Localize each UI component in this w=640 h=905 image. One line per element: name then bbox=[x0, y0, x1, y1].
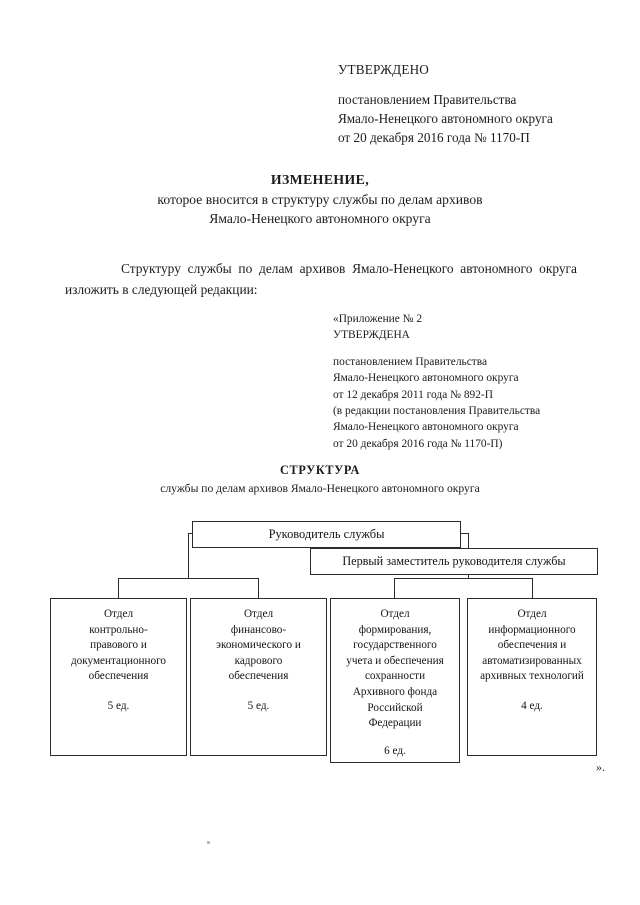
appendix-line-6: (в редакции постановления Правительства bbox=[333, 405, 541, 418]
approval-line-2: Ямало-Ненецкого автономного округа bbox=[338, 111, 553, 126]
structure-heading-title: СТРУКТУРА bbox=[280, 463, 360, 477]
connector-to-dept-4 bbox=[532, 578, 533, 598]
approval-line-3: от 20 декабря 2016 года № 1170-П bbox=[338, 130, 530, 145]
connector-deputy-drop bbox=[468, 575, 469, 578]
org-node-department-1-label: Отдел контрольно- правового и документац… bbox=[70, 608, 167, 683]
intro-paragraph: Структуру службы по делам архивов Ямало-… bbox=[65, 261, 577, 297]
org-node-deputy-label: Первый заместитель руководителя службы bbox=[342, 554, 566, 568]
appendix-line-2: УТВЕРЖДЕНА bbox=[333, 329, 410, 342]
connector-to-dept-2 bbox=[258, 578, 259, 598]
org-node-department-3-count: 6 ед. bbox=[384, 744, 406, 757]
appendix-line-8: от 20 декабря 2016 года № 1170-П) bbox=[333, 437, 503, 450]
appendix-line-3: постановлением Правительства bbox=[333, 355, 488, 368]
org-node-head-label: Руководитель службы bbox=[268, 527, 385, 541]
approval-block: УТВЕРЖДЕНО постановлением Правительства … bbox=[338, 60, 598, 147]
connector-head-drop bbox=[188, 533, 189, 578]
org-node-department-4-label: Отдел информационного обеспечения и авто… bbox=[480, 608, 584, 683]
org-node-department-3-label: Отдел формирования, государственного уче… bbox=[346, 608, 444, 730]
org-node-department-2[interactable]: Отдел финансово- экономического и кадров… bbox=[190, 598, 327, 756]
scan-artifact-speck bbox=[207, 841, 210, 844]
connector-to-dept-1 bbox=[118, 578, 119, 598]
org-node-head[interactable]: Руководитель службы bbox=[192, 521, 461, 548]
connector-deputy-bus bbox=[394, 578, 532, 579]
connector-deputy-stub bbox=[461, 533, 469, 534]
org-node-department-3[interactable]: Отдел формирования, государственного уче… bbox=[330, 598, 460, 763]
document-title: ИЗМЕНЕНИЕ, bbox=[270, 172, 370, 187]
org-node-department-2-count: 5 ед. bbox=[247, 699, 270, 712]
org-node-deputy[interactable]: Первый заместитель руководителя службы bbox=[310, 548, 598, 575]
org-node-department-2-label: Отдел финансово- экономического и кадров… bbox=[216, 608, 301, 683]
structure-heading-block: СТРУКТУРА службы по делам архивов Ямало-… bbox=[0, 462, 640, 497]
document-subtitle-line-2: Ямало-Ненецкого автономного округа bbox=[209, 211, 431, 226]
document-subtitle-line-1: которое вносится в структуру службы по д… bbox=[157, 191, 483, 207]
connector-head-bus bbox=[118, 578, 259, 579]
org-node-department-4[interactable]: Отдел информационного обеспечения и авто… bbox=[467, 598, 597, 756]
org-node-department-4-count: 4 ед. bbox=[521, 699, 543, 712]
document-title-block: ИЗМЕНЕНИЕ, которое вносится в структуру … bbox=[0, 170, 640, 229]
structure-heading-subtitle: службы по делам архивов Ямало-Ненецкого … bbox=[160, 481, 480, 495]
appendix-line-4: Ямало-Ненецкого автономного округа bbox=[333, 372, 519, 385]
org-node-department-1[interactable]: Отдел контрольно- правового и документац… bbox=[50, 598, 187, 756]
appendix-reference-block: «Приложение № 2 УТВЕРЖДЕНА постановление… bbox=[333, 311, 603, 452]
connector-head-stub bbox=[188, 533, 193, 534]
approval-approved-word: УТВЕРЖДЕНО bbox=[338, 62, 430, 77]
connector-head-to-deputy bbox=[468, 533, 469, 549]
appendix-line-7: Ямало-Ненецкого автономного округа bbox=[333, 421, 519, 434]
org-node-department-1-count: 5 ед. bbox=[107, 699, 130, 712]
connector-to-dept-3 bbox=[394, 578, 395, 598]
appendix-line-5: от 12 декабря 2011 года № 892-П bbox=[333, 388, 493, 401]
appendix-line-1: «Приложение № 2 bbox=[333, 313, 423, 325]
closing-quote-mark: ». bbox=[596, 760, 605, 774]
approval-line-1: постановлением Правительства bbox=[338, 92, 517, 107]
